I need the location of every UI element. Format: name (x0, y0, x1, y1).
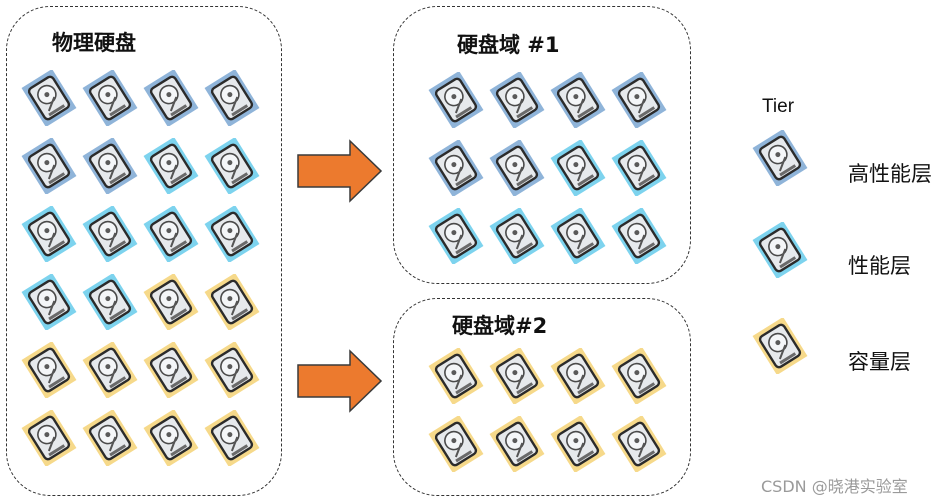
physical-high-performance-disk-icon (143, 70, 199, 126)
domain2-capacity-disk-icon (489, 416, 545, 472)
physical-capacity-disk-icon (82, 410, 138, 466)
domain1-high-performance-disk-icon (489, 140, 545, 196)
watermark: CSDN @晓港实验室 (761, 477, 908, 496)
legend-label-performance: 性能层 (848, 254, 911, 278)
arrow-to-domain-2-icon (297, 349, 383, 413)
physical-capacity-disk-icon (204, 274, 260, 330)
physical-capacity-disk-icon (143, 410, 199, 466)
physical-capacity-disk-icon (143, 274, 199, 330)
physical-performance-disk-icon (82, 206, 138, 262)
disk-domain-2-title: 硬盘域#2 (452, 314, 548, 338)
domain2-capacity-disk-icon (428, 416, 484, 472)
domain1-high-performance-disk-icon (428, 72, 484, 128)
disk-domain-1-title: 硬盘域 #1 (457, 33, 560, 57)
physical-performance-disk-icon (21, 206, 77, 262)
domain1-performance-disk-icon (611, 140, 667, 196)
physical-performance-disk-icon (143, 138, 199, 194)
physical-high-performance-disk-icon (204, 70, 260, 126)
domain2-capacity-disk-icon (489, 348, 545, 404)
physical-capacity-disk-icon (204, 410, 260, 466)
domain1-high-performance-disk-icon (550, 72, 606, 128)
domain1-performance-disk-icon (550, 140, 606, 196)
physical-high-performance-disk-icon (21, 138, 77, 194)
domain1-performance-disk-icon (550, 208, 606, 264)
domain2-capacity-disk-icon (428, 348, 484, 404)
domain2-capacity-disk-icon (611, 416, 667, 472)
physical-disks-group (6, 6, 282, 496)
physical-high-performance-disk-icon (82, 138, 138, 194)
domain1-high-performance-disk-icon (489, 72, 545, 128)
domain1-performance-disk-icon (428, 208, 484, 264)
legend-capacity-disk-icon (752, 318, 808, 374)
physical-performance-disk-icon (82, 274, 138, 330)
disk-domain-2-group (393, 298, 691, 496)
legend-title: Tier (762, 96, 795, 117)
physical-performance-disk-icon (21, 274, 77, 330)
physical-capacity-disk-icon (21, 342, 77, 398)
arrow-to-domain-1-icon (297, 139, 383, 203)
physical-high-performance-disk-icon (21, 70, 77, 126)
disk-domain-1-group (393, 6, 691, 284)
legend-high-performance-disk-icon (752, 130, 808, 186)
domain1-performance-disk-icon (489, 208, 545, 264)
physical-capacity-disk-icon (204, 342, 260, 398)
physical-performance-disk-icon (204, 138, 260, 194)
legend-label-capacity: 容量层 (848, 350, 911, 374)
domain2-capacity-disk-icon (611, 348, 667, 404)
domain2-capacity-disk-icon (550, 348, 606, 404)
domain1-performance-disk-icon (611, 208, 667, 264)
physical-high-performance-disk-icon (82, 70, 138, 126)
domain1-high-performance-disk-icon (611, 72, 667, 128)
domain1-high-performance-disk-icon (428, 140, 484, 196)
physical-performance-disk-icon (143, 206, 199, 262)
physical-capacity-disk-icon (82, 342, 138, 398)
domain2-capacity-disk-icon (550, 416, 606, 472)
physical-performance-disk-icon (204, 206, 260, 262)
legend-performance-disk-icon (752, 222, 808, 278)
physical-disks-title: 物理硬盘 (52, 31, 136, 55)
legend-label-high-performance: 高性能层 (848, 162, 932, 186)
physical-capacity-disk-icon (21, 410, 77, 466)
physical-capacity-disk-icon (143, 342, 199, 398)
